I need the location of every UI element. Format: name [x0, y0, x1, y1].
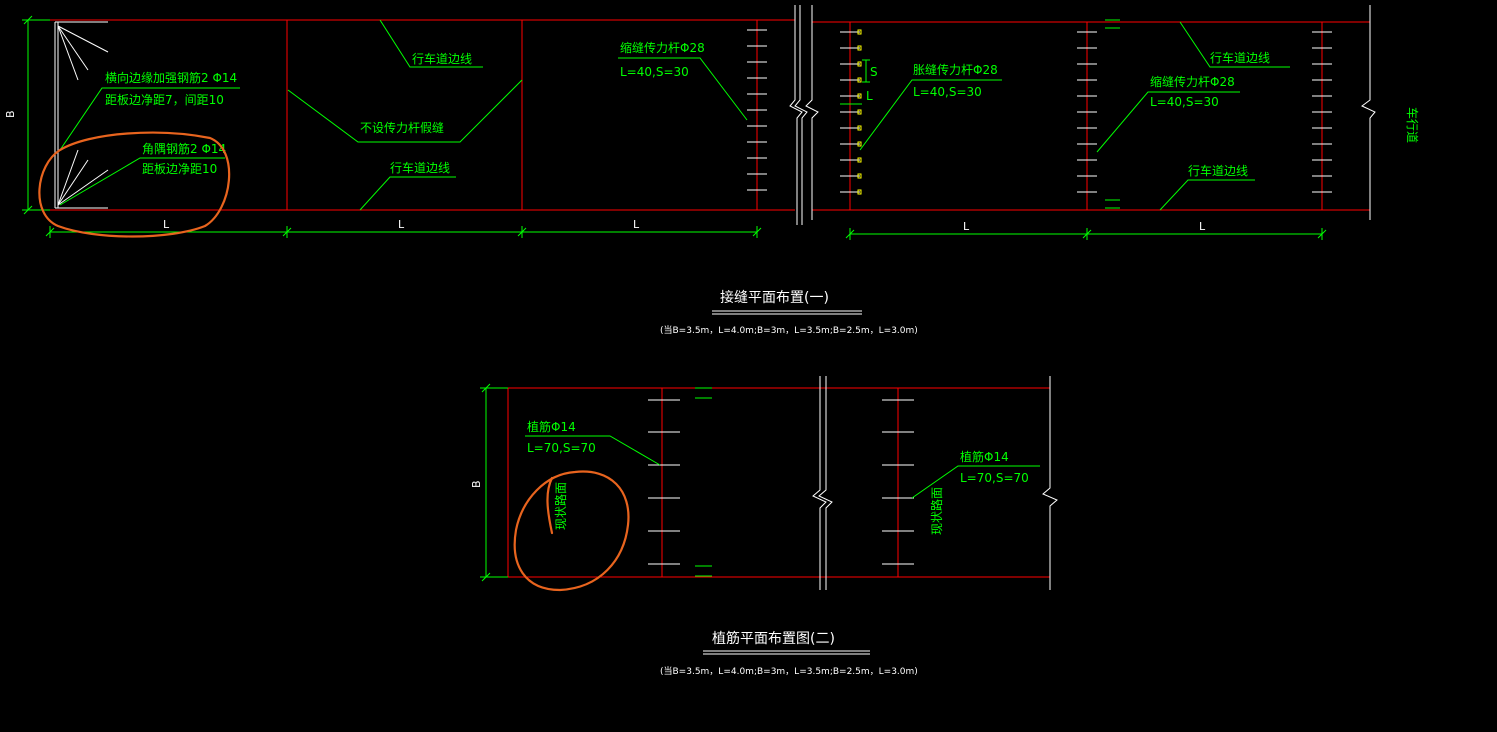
- shrink-dowel-dims-1: L=40,S=30: [620, 65, 689, 79]
- shrink-dowel-dims-2: L=40,S=30: [1150, 95, 1219, 109]
- drawing2-title-block: 植筋平面布置图(二) (当B=3.5m，L=4.0m;B=3m，L=3.5m;B…: [660, 630, 918, 677]
- existing-pavement-label-1: 现状路面: [553, 482, 568, 530]
- plant-rebar-label-2: 植筋Φ14: [960, 449, 1009, 464]
- drawing1-right-leaders: [859, 21, 1290, 211]
- drawing1-subtitle: (当B=3.5m，L=4.0m;B=3m，L=3.5m;B=2.5m，L=3.0…: [660, 324, 918, 336]
- drawing1-right-labels: 胀缝传力杆Φ28 L=40,S=30 缩缝传力杆Φ28 L=40,S=30 行车…: [913, 50, 1420, 178]
- dim-l-label-4: L: [963, 220, 970, 233]
- drawing1-title-block: 接缝平面布置(一) (当B=3.5m，L=4.0m;B=3m，L=3.5m;B=…: [660, 289, 918, 336]
- dim-l-label-2: L: [398, 218, 405, 231]
- drawing1-left-slab: [50, 5, 808, 225]
- shrink-dowel-label-1: 缩缝传力杆Φ28: [620, 40, 705, 55]
- drawing1-right-shrink-dowels: [1077, 31, 1332, 193]
- drawing2-leaders: [525, 435, 1040, 499]
- dim-l-label-3: L: [633, 218, 640, 231]
- expansion-dowel-dims: L=40,S=30: [913, 85, 982, 99]
- drawing1-right-slab: [805, 5, 1376, 220]
- lane-vertical-label: 车行道: [1405, 107, 1420, 143]
- drawing1-dowel-spacing-dims: S L: [840, 19, 1120, 209]
- plant-rebar-dims-1: L=70,S=70: [527, 441, 596, 455]
- lane-line-label-4: 行车道边线: [1188, 163, 1248, 178]
- lane-line-label-2: 行车道边线: [390, 160, 450, 175]
- drawing2-title: 植筋平面布置图(二): [712, 630, 835, 647]
- drawing1-left-dimensions: B L L L: [4, 15, 762, 238]
- drawing1-shrink-dowels: [747, 29, 767, 191]
- drawing1-right-dimensions: L L: [845, 220, 1327, 240]
- dowel-length-l: L: [866, 89, 873, 103]
- drawing2-dim-b: B: [470, 480, 483, 488]
- corner-rebar-note: 距板边净距10: [142, 162, 217, 176]
- drawing1-title: 接缝平面布置(一): [720, 289, 829, 306]
- edge-rebar-note: 距板边净距7，间距10: [105, 93, 224, 107]
- existing-pavement-label-2: 现状路面: [929, 487, 944, 535]
- drawing2-subtitle: (当B=3.5m，L=4.0m;B=3m，L=3.5m;B=2.5m，L=3.0…: [660, 665, 918, 677]
- edge-rebar-label: 横向边缘加强钢筋2 Φ14: [105, 70, 237, 85]
- dowel-spacing-s: S: [870, 65, 878, 79]
- plant-rebar-dims-2: L=70,S=70: [960, 471, 1029, 485]
- highlight-circle-1: [38, 131, 231, 238]
- dim-b-label: B: [4, 110, 17, 118]
- drawing2-slab: [507, 376, 1058, 590]
- no-dowel-joint-label: 不设传力杆假缝: [360, 120, 444, 135]
- dim-l-label-1: L: [163, 218, 170, 231]
- drawing2-rebars: [648, 387, 914, 577]
- corner-rebar-label: 角隅钢筋2 Φ14: [142, 141, 226, 156]
- highlight-circle-2: [513, 470, 630, 592]
- drawing1-expansion-dowels: [840, 29, 862, 195]
- shrink-dowel-label-2: 缩缝传力杆Φ28: [1150, 74, 1235, 89]
- drawing1-left-labels: 横向边缘加强钢筋2 Φ14 距板边净距7，间距10 角隅钢筋2 Φ14 距板边净…: [105, 40, 705, 176]
- expansion-dowel-label: 胀缝传力杆Φ28: [913, 62, 998, 77]
- lane-line-label-1: 行车道边线: [412, 51, 472, 66]
- plant-rebar-label-1: 植筋Φ14: [527, 419, 576, 434]
- dim-l-label-5: L: [1199, 220, 1206, 233]
- drawing1-left-leaders: [59, 19, 748, 211]
- drawing2-labels: 植筋Φ14 L=70,S=70 植筋Φ14 L=70,S=70 现状路面 现状路…: [527, 419, 1029, 535]
- drawing2-dimensions: B: [470, 383, 508, 582]
- highlight-stroke: [546, 476, 554, 535]
- lane-line-label-3: 行车道边线: [1210, 50, 1270, 65]
